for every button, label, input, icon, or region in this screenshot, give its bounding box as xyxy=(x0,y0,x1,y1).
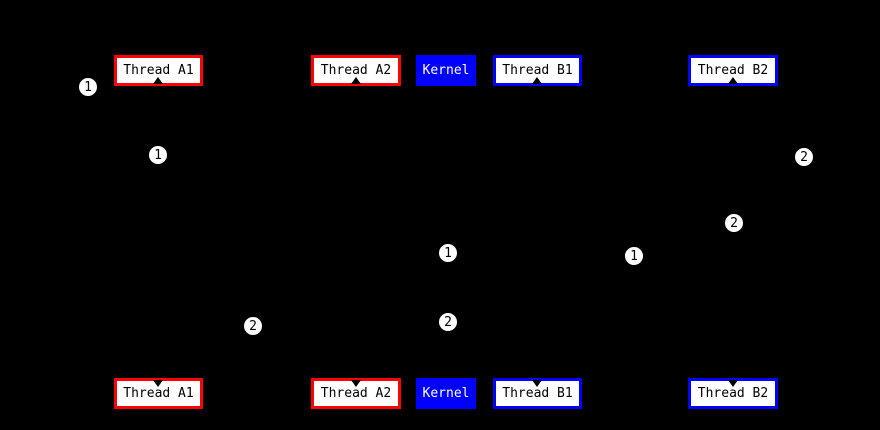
step-marker-label: 1 xyxy=(630,248,638,264)
bottom-box-thread-b2-label: Thread B2 xyxy=(697,386,769,401)
lifeline-thread-b1 xyxy=(537,86,538,378)
arrowhead-notch-top-thread-a1 xyxy=(153,77,163,84)
lifeline-thread-a1 xyxy=(158,86,159,378)
bottom-box-thread-a2-label: Thread A2 xyxy=(320,386,392,401)
bottom-box-thread-b2: Thread B2 xyxy=(688,378,778,409)
step-marker-1: 1 xyxy=(148,145,168,165)
arrowhead-notch-top-thread-b2 xyxy=(728,77,738,84)
arrowhead-notch-top-thread-b1 xyxy=(532,77,542,84)
step-marker-2: 2 xyxy=(794,147,814,167)
step-marker-2: 2 xyxy=(724,213,744,233)
top-box-kernel: Kernel xyxy=(416,55,476,86)
bottom-box-kernel: Kernel xyxy=(416,378,476,409)
step-marker-label: 2 xyxy=(800,149,808,165)
step-marker-1: 1 xyxy=(624,246,644,266)
lifeline-kernel xyxy=(446,86,447,378)
bottom-box-kernel-label: Kernel xyxy=(422,386,470,401)
step-marker-label: 2 xyxy=(249,318,257,334)
top-box-thread-b2: Thread B2 xyxy=(688,55,778,86)
arrowhead-notch-top-thread-a2 xyxy=(351,77,361,84)
step-marker-2: 2 xyxy=(438,312,458,332)
top-box-thread-b2-label: Thread B2 xyxy=(697,63,769,78)
step-marker-2: 2 xyxy=(243,316,263,336)
top-box-thread-a1-label: Thread A1 xyxy=(123,63,194,78)
step-marker-label: 1 xyxy=(154,147,162,163)
bottom-box-thread-a2: Thread A2 xyxy=(311,378,401,409)
top-box-thread-b1: Thread B1 xyxy=(493,55,582,86)
arrowhead-notch-bottom-thread-a1 xyxy=(153,380,163,387)
top-box-thread-a1: Thread A1 xyxy=(114,55,203,86)
arrowhead-notch-bottom-thread-a2 xyxy=(351,380,361,387)
top-box-kernel-label: Kernel xyxy=(422,63,470,78)
step-marker-label: 2 xyxy=(730,215,738,231)
step-marker-label: 1 xyxy=(84,79,92,95)
bottom-box-thread-a1-label: Thread A1 xyxy=(123,386,194,401)
step-marker-label: 1 xyxy=(444,245,452,261)
bottom-box-thread-b1-label: Thread B1 xyxy=(502,386,573,401)
bottom-box-thread-b1: Thread B1 xyxy=(493,378,582,409)
bottom-box-thread-a1: Thread A1 xyxy=(114,378,203,409)
step-marker-label: 2 xyxy=(444,314,452,330)
lifeline-thread-a2 xyxy=(356,86,357,378)
step-marker-1: 1 xyxy=(78,77,98,97)
arrowhead-notch-bottom-thread-b2 xyxy=(728,380,738,387)
arrowhead-notch-bottom-thread-b1 xyxy=(532,380,542,387)
top-box-thread-a2-label: Thread A2 xyxy=(320,63,392,78)
step-marker-1: 1 xyxy=(438,243,458,263)
top-box-thread-b1-label: Thread B1 xyxy=(502,63,573,78)
